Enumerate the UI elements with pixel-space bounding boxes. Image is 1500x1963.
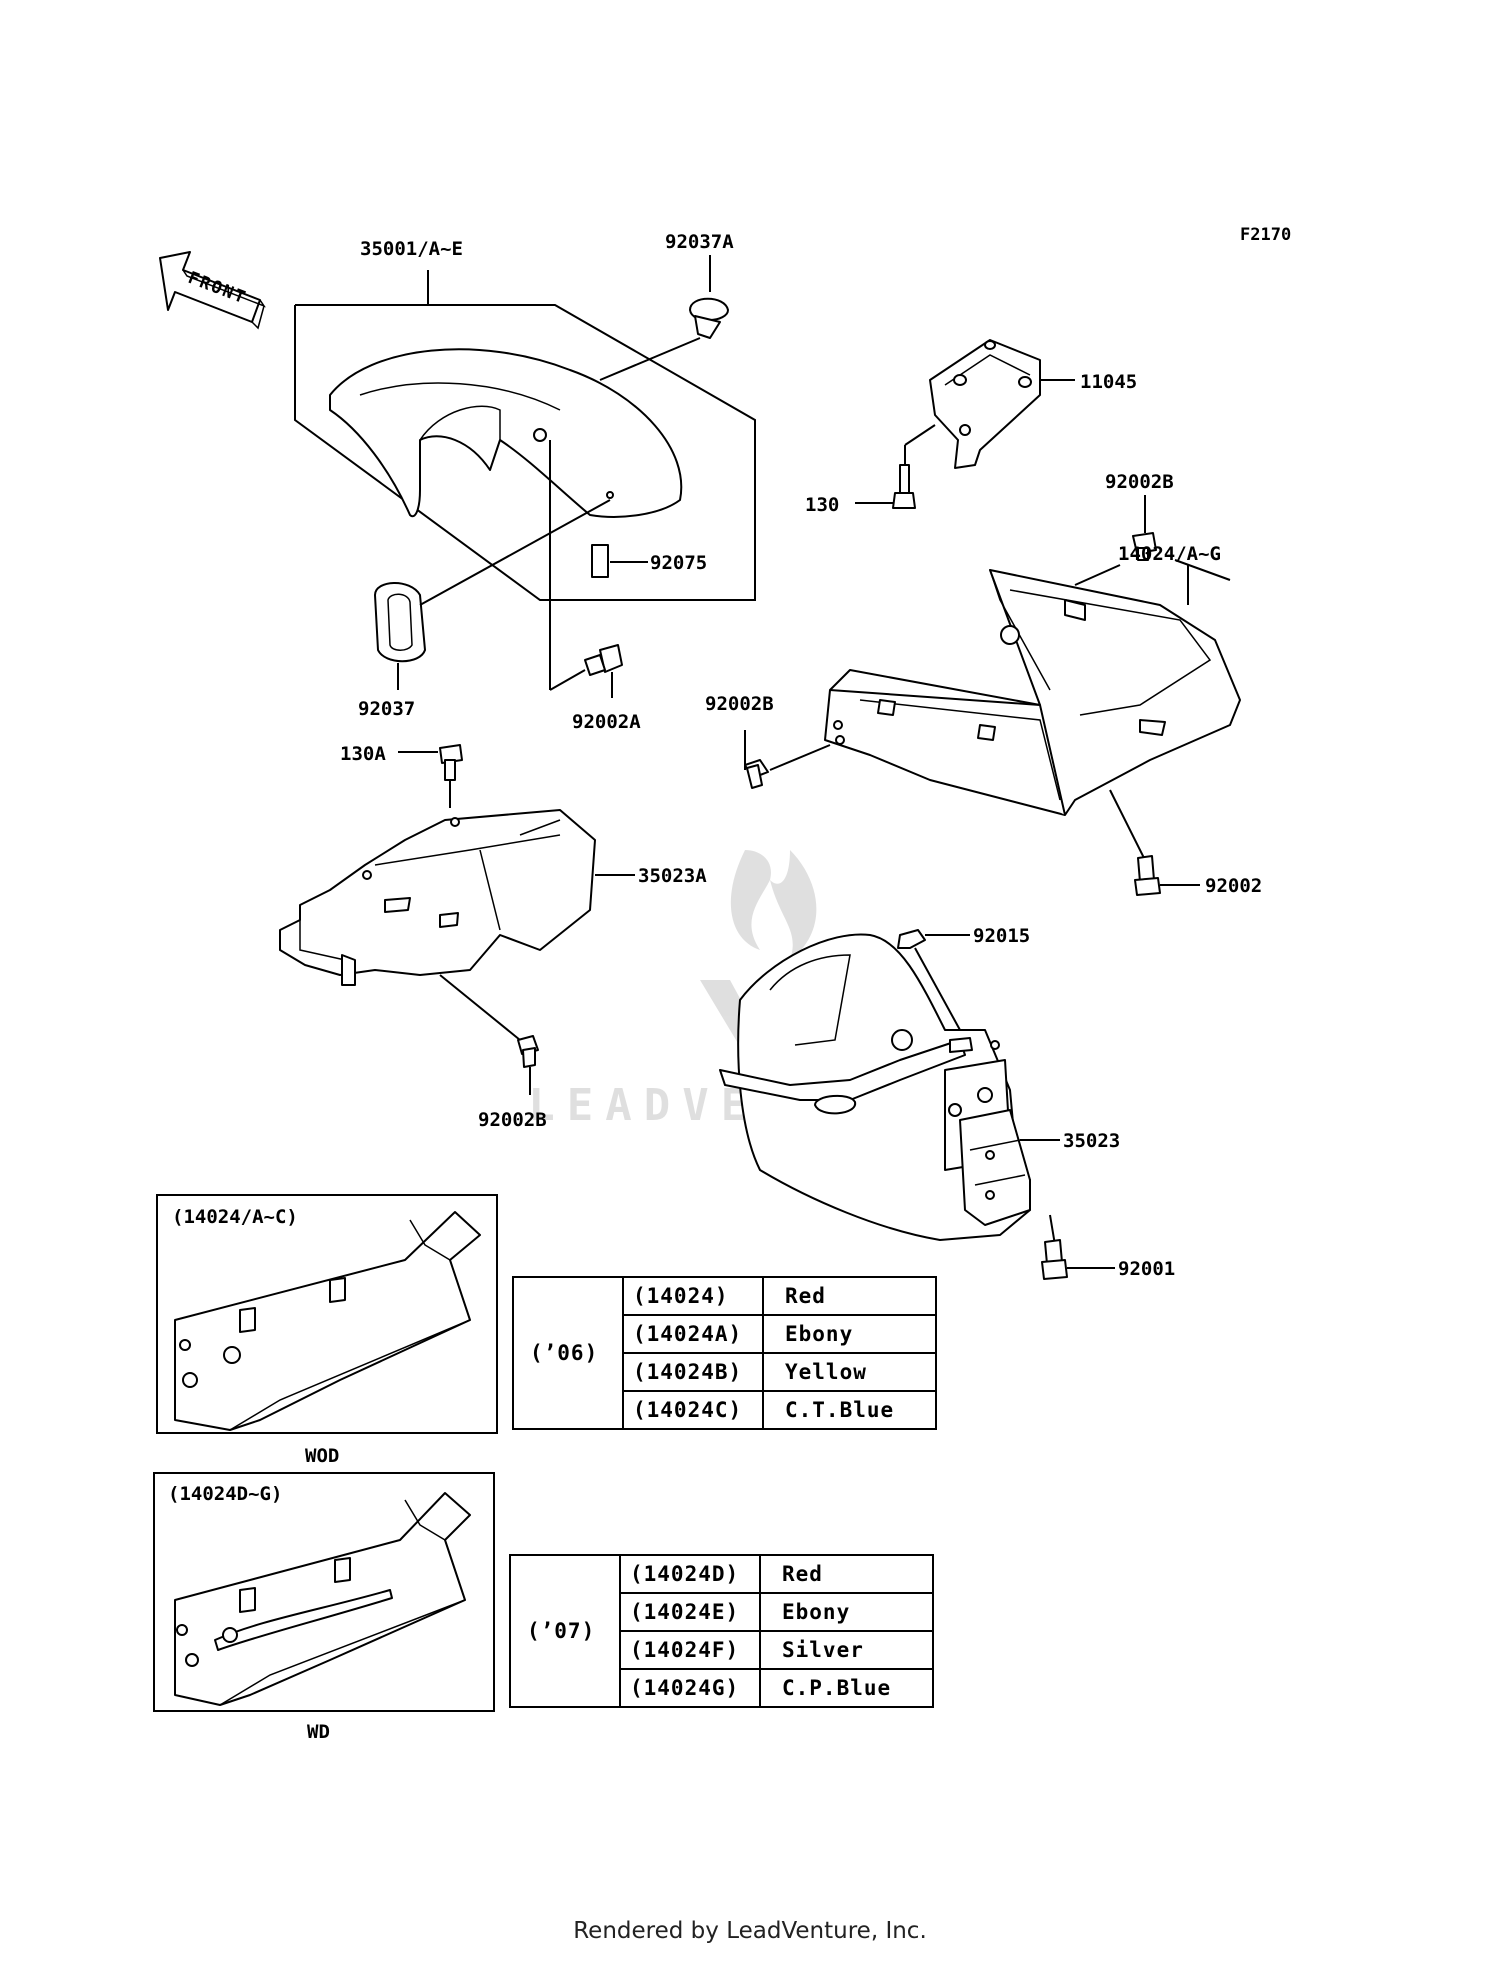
grommet-92037-part [374, 499, 611, 690]
table-06-color-0: Red [785, 1284, 826, 1308]
table-06-part-3: (14024C) [633, 1398, 742, 1422]
footer-credit: Rendered by LeadVenture, Inc. [573, 1918, 927, 1944]
label-11045: 11045 [1080, 371, 1137, 393]
inset-wod-caption: WOD [305, 1445, 339, 1467]
inset-wd-title: (14024D~G) [168, 1483, 282, 1505]
label-92002b-top: 92002B [1105, 471, 1174, 493]
table-07-color-0: Red [782, 1562, 823, 1586]
table-07-color-1: Ebony [782, 1600, 850, 1624]
label-35001: 35001/A~E [360, 238, 463, 260]
table-06-year: (’06) [530, 1341, 598, 1365]
label-92002a: 92002A [572, 711, 641, 733]
table-07-year: (’07) [527, 1619, 595, 1643]
clip-92037a-part [689, 255, 729, 339]
bracket-11045-part [929, 339, 1075, 469]
table-06-part-2: (14024B) [633, 1360, 742, 1384]
label-92015: 92015 [973, 925, 1030, 947]
inset-wd: (14024D~G) [153, 1472, 495, 1712]
label-92075: 92075 [650, 552, 707, 574]
table-07-part-1: (14024E) [630, 1600, 739, 1624]
nut-92015-part [897, 929, 970, 1031]
bolt-92002b-low-part [517, 1035, 539, 1095]
table-07-color-3: C.P.Blue [782, 1676, 891, 1700]
table-06-color-1: Ebony [785, 1322, 853, 1346]
front-fender-group: 35001/A~E 92037A 92075 92037 [294, 231, 756, 733]
table-06-color-2: Yellow [785, 1360, 867, 1384]
table-06-part-0: (14024) [633, 1284, 729, 1308]
table-07-part-0: (14024D) [630, 1562, 739, 1586]
label-35023a: 35023A [638, 865, 707, 887]
inset-wod: (14024/A~C) [156, 1194, 498, 1434]
front-fender-part [329, 348, 683, 518]
label-92037a: 92037A [665, 231, 734, 253]
label-92001: 92001 [1118, 1258, 1175, 1280]
inner-fender-part [279, 809, 635, 1041]
inset-wod-title: (14024/A~C) [172, 1206, 298, 1228]
label-35023: 35023 [1063, 1130, 1120, 1152]
inset-wd-caption: WD [307, 1721, 330, 1743]
front-arrow-icon: FRONT [159, 251, 266, 330]
label-92002b-mid: 92002B [705, 693, 774, 715]
table-06-color-3: C.T.Blue [785, 1398, 894, 1422]
label-14024: 14024/A~G [1118, 543, 1221, 565]
bolt-92002-part [1109, 789, 1200, 896]
table-07-part-2: (14024F) [630, 1638, 739, 1662]
label-92002b-low: 92002B [478, 1109, 547, 1131]
bolt-92002a-part [549, 440, 623, 698]
table-07-color-2: Silver [782, 1638, 864, 1662]
table-06-part-1: (14024A) [633, 1322, 742, 1346]
label-130a: 130A [340, 743, 386, 765]
label-130: 130 [805, 494, 839, 516]
bolt-130-part [855, 424, 936, 509]
label-92002: 92002 [1205, 875, 1262, 897]
bolt-92002b-mid-part [744, 730, 831, 789]
bolt-92001-part [1041, 1214, 1115, 1280]
damper-92075-part [591, 544, 609, 578]
figure-code: F2170 [1240, 225, 1291, 245]
label-92037: 92037 [358, 698, 415, 720]
bolt-130a-part [398, 744, 463, 808]
table-06: (’06) (14024) Red (14024A) Ebony (14024B… [512, 1276, 937, 1430]
table-07-part-3: (14024G) [630, 1676, 739, 1700]
bolt-92002b-top-part [1132, 495, 1157, 561]
seat-cover-part [824, 559, 1241, 816]
rear-fender-part [719, 933, 1060, 1241]
table-07: (’07) (14024D) Red (14024E) Ebony (14024… [509, 1554, 934, 1708]
